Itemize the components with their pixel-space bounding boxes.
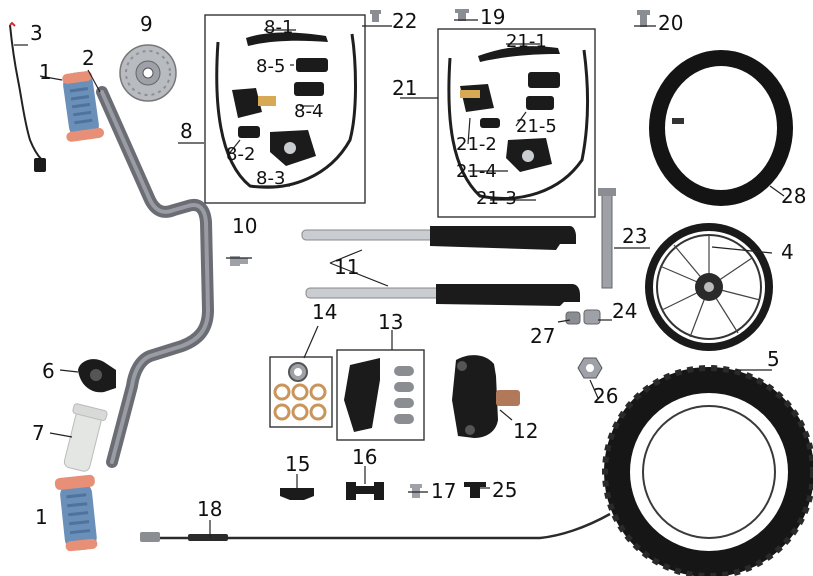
front-fork-lower — [305, 284, 580, 306]
throttle-tube — [63, 403, 108, 472]
rear-brake-assembly-box — [437, 28, 596, 218]
front-fork-upper — [301, 226, 576, 250]
callout-1-bottom: 1 — [35, 505, 48, 529]
leader-lines — [14, 19, 785, 538]
throttle-housing — [78, 359, 116, 393]
steering-bearings — [273, 362, 327, 421]
bolt-17 — [410, 484, 422, 498]
callout-26: 26 — [593, 384, 618, 408]
callout-19: 19 — [480, 5, 505, 29]
bolt-25 — [464, 482, 486, 498]
nut-26 — [577, 357, 603, 379]
callout-8-3: 8-3 — [256, 168, 285, 189]
callout-21-1: 21-1 — [506, 31, 547, 52]
callout-8-1: 8-1 — [264, 17, 293, 38]
callout-9: 9 — [140, 12, 153, 36]
bolt-19 — [455, 9, 469, 21]
callout-15: 15 — [285, 452, 310, 476]
callout-10: 10 — [232, 214, 257, 238]
callout-23: 23 — [622, 224, 647, 248]
callout-4: 4 — [781, 240, 794, 264]
spacer-24 — [583, 309, 601, 325]
callout-21-2: 21-2 — [456, 134, 497, 155]
callout-28: 28 — [781, 184, 806, 208]
brake-disc — [119, 44, 177, 102]
bearing-kit-box — [269, 356, 333, 428]
spacer-27 — [565, 311, 581, 325]
callout-16: 16 — [352, 445, 377, 469]
callout-1-top: 1 — [39, 60, 52, 84]
callout-17: 17 — [431, 479, 456, 503]
callout-12: 12 — [513, 419, 538, 443]
bolt-22 — [370, 10, 381, 22]
callout-3: 3 — [30, 21, 43, 45]
callout-14: 14 — [312, 300, 337, 324]
callout-22: 22 — [392, 9, 417, 33]
callout-21-3: 21-3 — [476, 188, 517, 209]
callout-11: 11 — [334, 255, 359, 279]
callout-18: 18 — [197, 497, 222, 521]
bolt-10 — [230, 256, 248, 266]
callout-7: 7 — [32, 421, 45, 445]
front-brake-assembly-box — [204, 14, 366, 204]
callout-2: 2 — [82, 46, 95, 70]
brake-cable — [140, 512, 611, 542]
callout-20: 20 — [658, 11, 683, 35]
left-grip-bottom — [54, 474, 98, 552]
clamp-plate — [344, 358, 414, 432]
callout-21-5: 21-5 — [516, 116, 557, 137]
callout-27: 27 — [530, 324, 555, 348]
inner-tube — [649, 50, 793, 206]
front-brake-parts — [215, 32, 357, 189]
triple-clamp — [452, 355, 520, 438]
handlebar — [96, 86, 214, 468]
triple-clamp-box — [336, 349, 425, 441]
callout-21: 21 — [392, 76, 417, 100]
callout-13: 13 — [378, 310, 403, 334]
callout-6: 6 — [42, 359, 55, 383]
callout-8-2: 8-2 — [226, 144, 255, 165]
callout-8-4: 8-4 — [294, 101, 323, 122]
rear-brake-parts — [447, 46, 589, 200]
callout-8: 8 — [180, 119, 193, 143]
bracket-15 — [280, 488, 314, 500]
front-axle — [598, 188, 616, 289]
knobby-tire — [602, 365, 813, 576]
bracket-16 — [346, 482, 384, 500]
left-grip-top — [62, 71, 105, 142]
wheel-rim — [645, 223, 773, 351]
callout-24: 24 — [612, 299, 637, 323]
callout-25: 25 — [492, 478, 517, 502]
bolt-20 — [637, 10, 650, 27]
callout-5: 5 — [767, 347, 780, 371]
callout-21-4: 21-4 — [456, 161, 497, 182]
kill-switch-wire — [9, 21, 46, 172]
callout-8-5: 8-5 — [256, 56, 285, 77]
